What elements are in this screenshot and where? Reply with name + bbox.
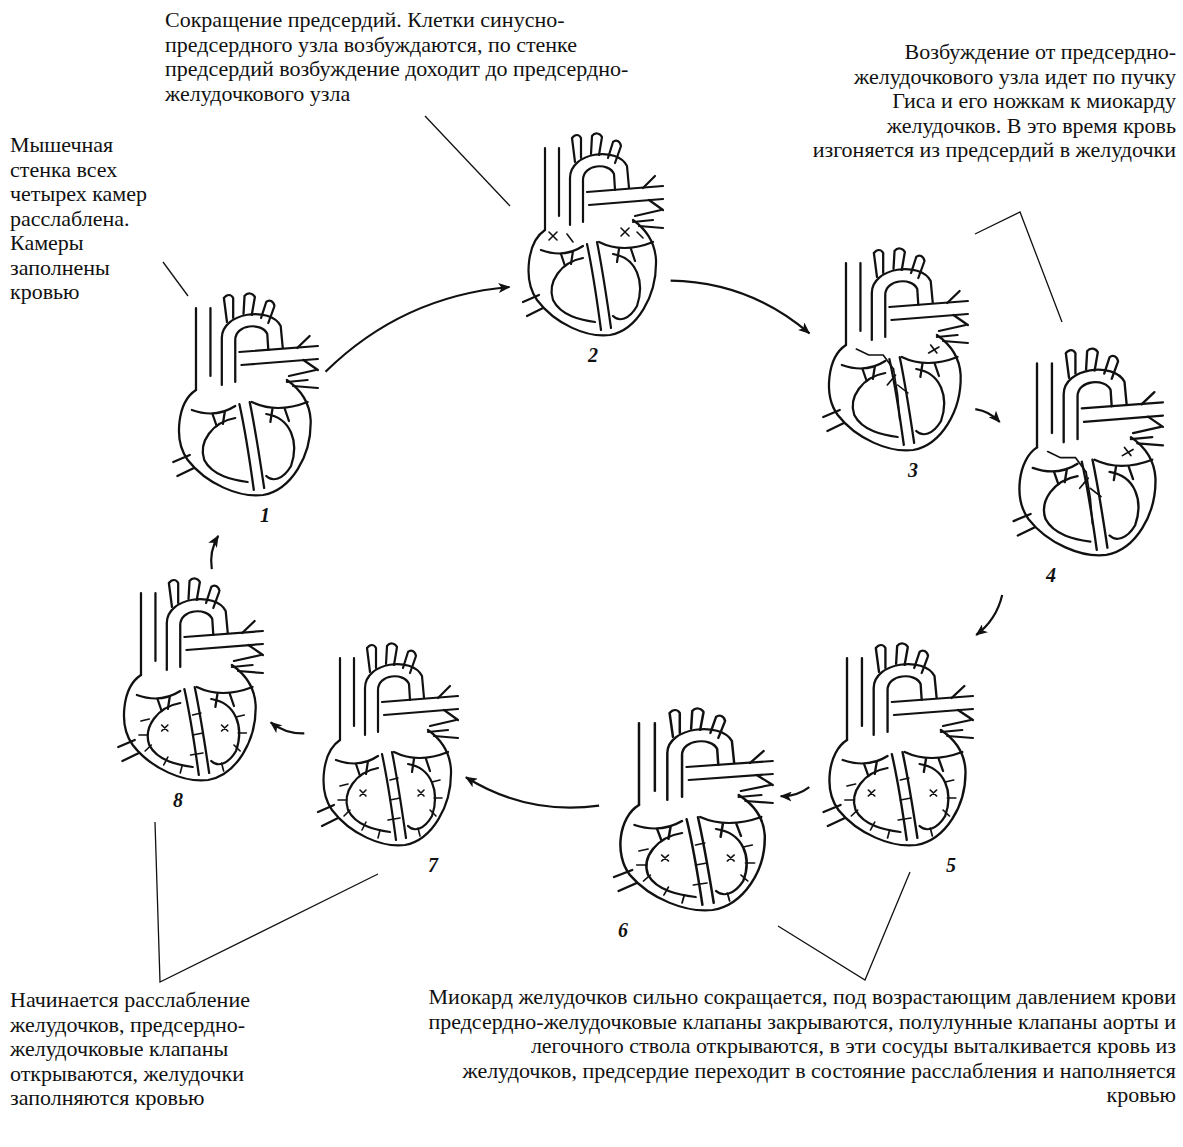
bracket: [975, 212, 1062, 322]
note-text: Миокард желудочков сильно сокращается, п…: [412, 985, 1176, 1108]
note-wrapper: Возбуждение от предсердно-желудочкового …: [808, 40, 1176, 163]
heart-stage: 5: [815, 640, 975, 880]
heart-stage: 6: [605, 705, 775, 945]
flow-arrow: [781, 787, 810, 796]
heart-stage: 2: [515, 130, 665, 370]
flow-arrow: [976, 595, 1002, 635]
callout-number: 8: [170, 785, 186, 815]
note-wrapper: Миокард желудочков сильно сокращается, п…: [412, 985, 1176, 1108]
flow-arrow: [466, 777, 599, 807]
heart-stage: 8: [110, 575, 265, 815]
callout-number: 7: [425, 850, 441, 880]
flow-arrow: [975, 409, 999, 422]
bracket: [155, 822, 378, 982]
leader-line: [425, 116, 510, 206]
leader-line: [163, 262, 188, 296]
note-text: Возбуждение от предсердно-желудочкового …: [808, 40, 1176, 163]
heart-stage: 3: [815, 245, 970, 485]
note-wrapper: Начинается расслабление желудочков, пред…: [10, 988, 355, 1111]
note-text: Начинается расслабление желудочков, пред…: [10, 988, 355, 1111]
flow-arrow: [326, 287, 510, 372]
note-text: Сокращение предсердий. Клетки синусно-пр…: [165, 8, 645, 106]
callout-number: 2: [585, 340, 601, 370]
bracket: [778, 872, 910, 980]
callout-number: 1: [257, 500, 273, 530]
note-text: Мышечная стенка всех четырех камер рассл…: [10, 133, 160, 305]
heart-stage: 4: [1005, 345, 1165, 590]
flow-arrow: [671, 281, 810, 334]
callout-number: 6: [615, 915, 631, 945]
heart-stage: 1: [165, 290, 320, 530]
note-wrapper: Мышечная стенка всех четырех камер рассл…: [10, 133, 160, 305]
callout-number: 4: [1043, 560, 1059, 590]
flow-arrow: [211, 536, 218, 569]
callout-number: 3: [905, 455, 921, 485]
callout-number: 5: [943, 850, 959, 880]
note-wrapper: Сокращение предсердий. Клетки синусно-пр…: [165, 8, 645, 106]
flow-arrow: [271, 722, 305, 733]
heart-stage: 7: [310, 640, 460, 880]
